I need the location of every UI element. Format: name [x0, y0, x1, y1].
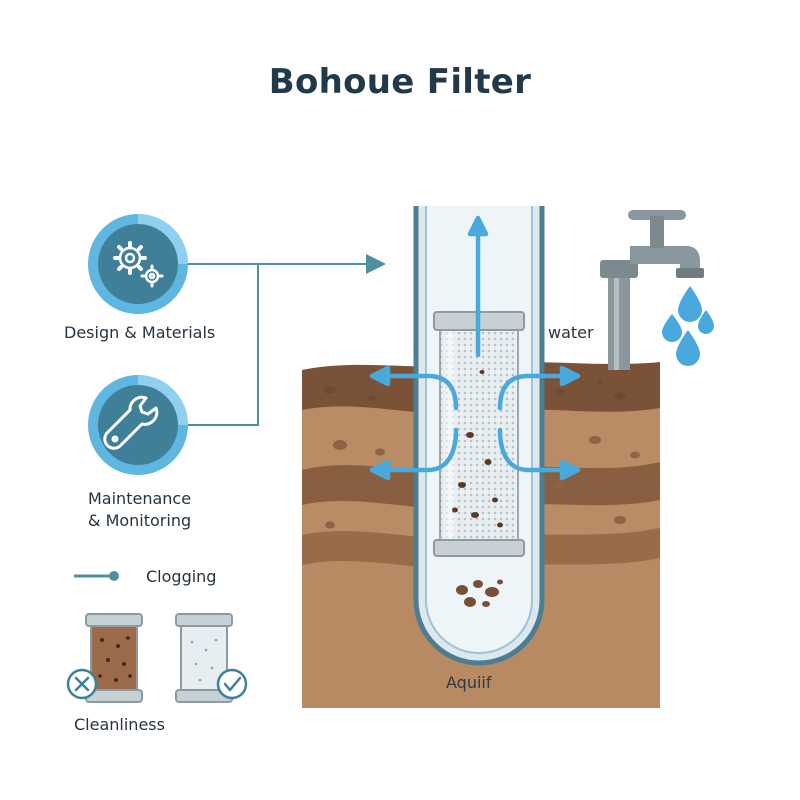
clogged-cartridge: [85, 613, 143, 703]
water-flow-arrows: [369, 215, 581, 481]
aquifer-label: Aquiif: [446, 673, 492, 692]
maintenance-label-line1: Maintenance: [88, 489, 192, 508]
clean-cartridge: [175, 613, 233, 703]
faucet-icon: [600, 210, 704, 370]
legend-marker: [74, 571, 119, 581]
design-materials-label: Design & Materials: [64, 323, 216, 342]
connector-lines: [188, 254, 386, 426]
water-label: water: [548, 323, 594, 342]
check-mark-icon: [216, 668, 248, 700]
maintenance-label-line2: & Monitoring: [88, 511, 192, 530]
filter-cartridge: [433, 311, 525, 557]
x-mark-icon: [66, 668, 98, 700]
clogging-label: Clogging: [146, 567, 217, 586]
maintenance-label: Maintenance & Monitoring: [88, 488, 191, 532]
cleanliness-label: Cleanliness: [74, 715, 165, 734]
page-title: Bohoue Filter: [268, 62, 532, 102]
gears-icon: [88, 214, 188, 314]
wrench-icon: [88, 375, 188, 475]
water-drop-icon: [662, 286, 714, 366]
